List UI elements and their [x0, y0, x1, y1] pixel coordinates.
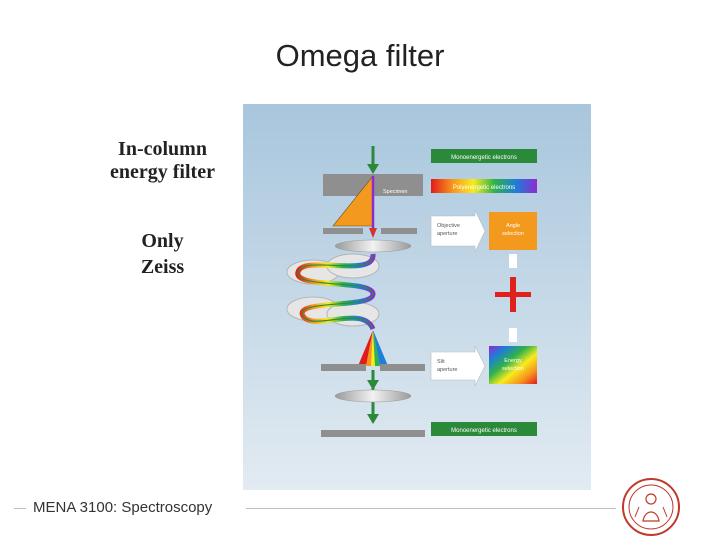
- slit-aperture-arrow-box: [430, 345, 486, 387]
- beam-arrow-lower-1: [367, 380, 379, 390]
- objective-aperture-label-1: Objective: [437, 223, 460, 229]
- side-caption-line: energy filter: [110, 161, 215, 183]
- energy-selection-label-2: selection: [502, 366, 524, 372]
- specimen-label: Specimen: [383, 189, 407, 195]
- lens-lower: [334, 389, 412, 403]
- energy-selection-box: [489, 346, 537, 384]
- plus-vertical: [510, 277, 516, 312]
- angle-selection-label-1: Angle: [506, 223, 520, 229]
- fan-orange: [366, 330, 373, 366]
- mono-top-box: [431, 149, 537, 163]
- side-caption-line: In-column: [118, 138, 207, 160]
- side-caption-line: Only: [141, 230, 184, 252]
- beam-arrow-lower-2: [367, 414, 379, 424]
- footer-rule-left: [14, 508, 26, 509]
- connector-upper: [509, 254, 517, 268]
- poly-label: Polyenergetic electrons: [453, 185, 515, 191]
- mono-bottom-label: Monoenergetic electrons: [451, 428, 517, 434]
- angle-selection-box: [489, 212, 537, 250]
- fan-yellow: [371, 330, 375, 366]
- university-seal-icon: [622, 478, 680, 536]
- objective-aperture-label-2: aperture: [437, 231, 458, 237]
- objective-aperture-arrow-box: [430, 209, 486, 253]
- mono-bottom-box: [431, 422, 537, 436]
- side-caption-filter: In-column energy filter: [100, 138, 225, 184]
- fan-blue: [373, 330, 388, 366]
- slit-aperture-label-1: Slit: [437, 359, 445, 365]
- objective-aperture-left: [323, 228, 363, 234]
- omega-filter-diagram: Specimen Monoenergetic electrons Polyene…: [243, 104, 591, 490]
- incoming-beam-arrow: [367, 146, 379, 174]
- side-caption-vendor: Only Zeiss: [100, 228, 225, 280]
- lens-upper: [334, 239, 412, 253]
- angle-selection-label-2: selection: [502, 231, 524, 237]
- footer-course-label: MENA 3100: Spectroscopy: [33, 499, 213, 516]
- slit-aperture-right: [380, 364, 425, 371]
- detector-plate: [321, 430, 425, 437]
- objective-aperture-right: [381, 228, 417, 234]
- fan-red: [358, 330, 373, 366]
- poly-box: [431, 179, 537, 193]
- side-caption-line: Zeiss: [140, 256, 185, 278]
- slide-title: Omega filter: [275, 38, 445, 73]
- energy-selection-label-1: Energy: [504, 358, 522, 364]
- aperture-arrow: [369, 228, 377, 238]
- slit-aperture-label-2: aperture: [437, 367, 458, 373]
- omega-beam-core: [297, 253, 374, 330]
- footer-rule-right: [246, 508, 616, 509]
- omega-filter-path: [286, 253, 380, 331]
- connector-lower: [509, 328, 517, 342]
- mono-top-label: Monoenergetic electrons: [451, 155, 517, 161]
- slit-aperture-left: [321, 364, 366, 371]
